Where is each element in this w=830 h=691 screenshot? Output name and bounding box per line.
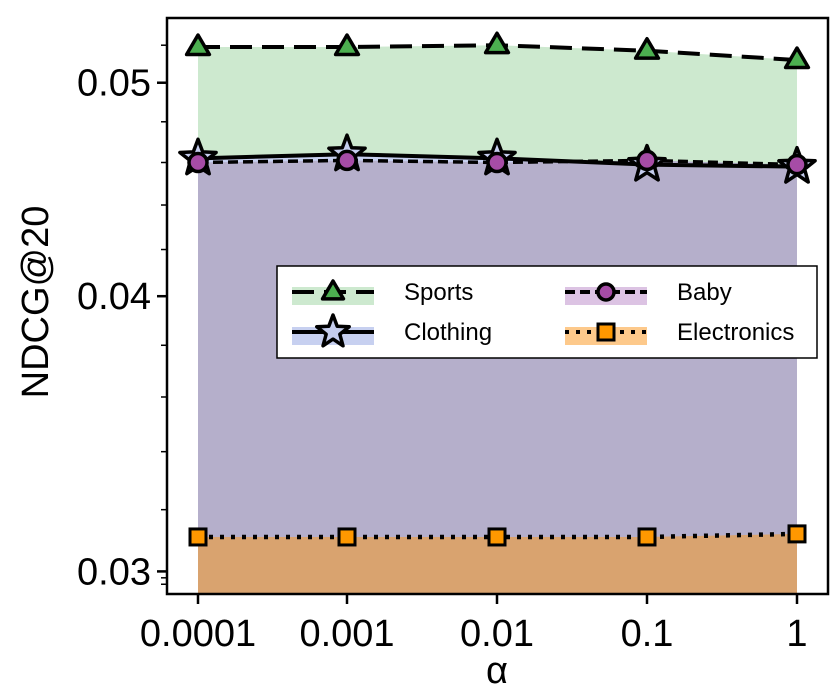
marker-sports-0.0001 — [184, 33, 212, 57]
y-axis-title: NDCG@20 — [15, 206, 57, 399]
marker-sports-0.1 — [633, 36, 661, 60]
legend-marker-baby — [596, 282, 616, 302]
legend-marker-electronics — [596, 322, 616, 342]
area-electronics — [198, 533, 797, 594]
x-tick-label-0.01: 0.01 — [460, 613, 534, 655]
marker-electronics-0.001 — [337, 527, 357, 547]
marker-baby-0.001 — [336, 149, 358, 172]
x-tick-label-0.1: 0.1 — [621, 613, 674, 655]
legend-label-baby: Baby — [677, 279, 732, 306]
marker-baby-0.1 — [636, 149, 658, 172]
marker-electronics-0.1 — [637, 527, 657, 547]
marker-sports-1 — [783, 46, 811, 70]
legend-label-clothing: Clothing — [404, 319, 492, 346]
marker-baby-0.01 — [486, 151, 508, 174]
y-tick-label-0.03: 0.03 — [77, 551, 151, 593]
line-baby — [197, 158, 798, 167]
legend-label-sports: Sports — [404, 279, 473, 306]
marker-sports-0.001 — [333, 33, 361, 57]
legend-label-electronics: Electronics — [677, 319, 794, 346]
x-tick-label-0.001: 0.001 — [299, 613, 394, 655]
marker-sports-0.01 — [483, 31, 511, 55]
legend-marker-sports — [320, 279, 346, 301]
marker-electronics-0.01 — [487, 527, 507, 547]
marker-electronics-0.0001 — [188, 527, 208, 547]
x-tick-label-1: 1 — [786, 613, 807, 655]
axes: 0.03 0.04 0.05 0.0001 0.001 0.01 0.1 1 — [77, 16, 830, 655]
x-axis-title: α — [486, 650, 508, 691]
marker-baby-0.0001 — [187, 151, 209, 174]
series-markers — [178, 31, 817, 547]
marker-baby-1 — [786, 153, 808, 176]
x-tick-label-0.0001: 0.0001 — [140, 613, 256, 655]
y-tick-label-0.04: 0.04 — [77, 276, 151, 318]
marker-electronics-1 — [787, 524, 807, 544]
legend-marker-clothing — [315, 313, 351, 348]
y-tick-label-0.05: 0.05 — [77, 63, 151, 105]
